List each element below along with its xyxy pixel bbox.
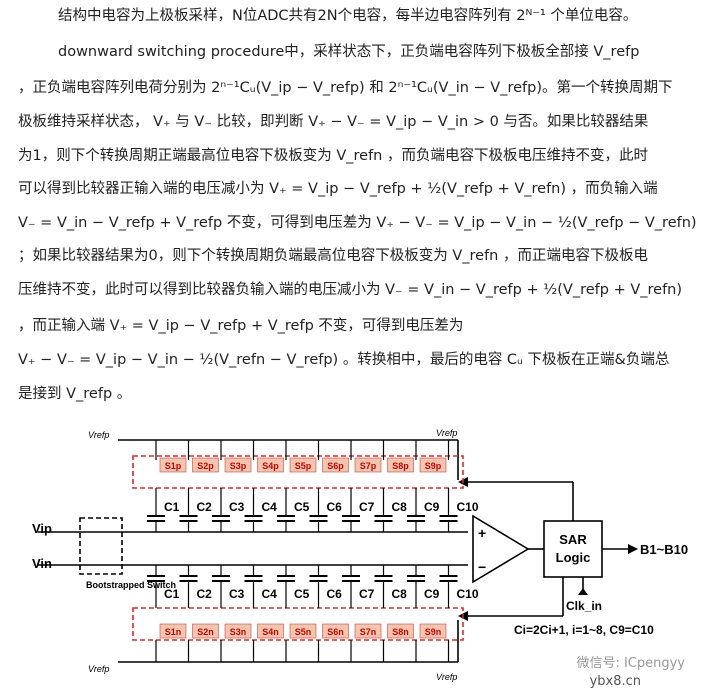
vip-label: Vip <box>32 521 52 536</box>
switch-label-top: S2p <box>197 461 214 471</box>
switch-cell-bottom <box>354 623 382 639</box>
capacitor-label-bottom: C4 <box>262 587 278 601</box>
capacitor-label-top: C10 <box>457 500 479 514</box>
capacitor-label-bottom: C6 <box>327 587 343 601</box>
capacitor-label-bottom: C7 <box>359 587 375 601</box>
capacitor-label-top: C8 <box>392 500 408 514</box>
capacitor-label-bottom: C1 <box>164 587 180 601</box>
paragraph-line: 可以得到比较器正输入端的电压减小为 V₊ = V_ip − V_refp + ½… <box>18 181 658 197</box>
paragraph-line: V₋ = V_in − V_refp + V_refp 不变，可得到电压差为 V… <box>18 215 697 231</box>
switch-label-bottom: S8n <box>392 627 409 637</box>
switch-cell-bottom <box>224 623 252 639</box>
paragraph-line: 是接到 V_refp 。 <box>18 386 132 402</box>
paragraph-line: downward switching procedure中，采样状态下，正负端电… <box>58 44 640 60</box>
paragraph-line: ；如果比较器结果为0，则下个转换周期负端最高位电容下极板变为 V_refn ，而… <box>18 248 648 264</box>
capacitor-label-top: C7 <box>359 500 375 514</box>
site-watermark: ybx8.cn <box>589 674 641 689</box>
capacitor-label-top: C4 <box>262 500 278 514</box>
comparator-minus: − <box>478 559 486 575</box>
switch-label-top: S5p <box>295 461 312 471</box>
capacitor-label-bottom: C2 <box>197 587 213 601</box>
bootstrap-label: Bootstrapped Switch <box>86 580 176 590</box>
paragraph-line: 为1，则下个转换周期正端最高位电容下极板变为 V_refn ，而负端电容下极板电… <box>18 148 648 164</box>
switch-cell-top <box>192 457 219 473</box>
switch-cell-top <box>159 457 187 473</box>
capacitor-label-bottom: C9 <box>424 587 440 601</box>
switch-cell-top <box>289 457 317 473</box>
switch-cell-top <box>224 457 252 473</box>
paragraph-line: V₊ − V₋ = V_ip − V_in − ½(V_refn − V_ref… <box>18 352 670 368</box>
switch-cell-top <box>419 457 447 473</box>
relation-label: Ci=2Ci+1, i=1~8, C9=C10 <box>514 623 654 637</box>
switch-label-top: S3p <box>230 461 247 471</box>
vref-top-left: Vrefp <box>88 430 109 440</box>
sar-label: SAR <box>559 532 587 547</box>
sar-adc-schematic: + − SAR Logic Vip Vin B1~B10 Clk_in Ci=2… <box>28 420 698 688</box>
switch-label-bottom: S7n <box>360 627 377 637</box>
paragraph-line: 结构中电容为上极板采样，N位ADC共有2N个电容，每半边电容阵列有 2ᴺ⁻¹ 个… <box>58 8 638 24</box>
switch-cell-bottom <box>289 623 317 639</box>
capacitor-label-bottom: C10 <box>457 587 479 601</box>
bottom-switch-group <box>132 607 464 641</box>
switch-cell-bottom <box>387 623 414 639</box>
capacitor-label-bottom: C8 <box>392 587 408 601</box>
capacitor-label-top: C2 <box>197 500 213 514</box>
switch-label-bottom: S4n <box>262 627 279 637</box>
capacitor-label-top: C9 <box>424 500 440 514</box>
paragraph-line: 压维持不变，此时可以得到比较器负输入端的电压减小为 V₋ = V_in − V_… <box>18 282 683 298</box>
top-switch-group <box>132 455 464 489</box>
switch-label-bottom: S9n <box>425 627 442 637</box>
vref-top-right: Vrefp <box>436 428 457 438</box>
paragraph-line: ，而正输入端 V₊ = V_ip − V_refp + V_refp 不变，可得… <box>18 318 464 334</box>
paragraph-line: 极板维持采样状态， V₊ 与 V₋ 比较，即判断 V₊ − V₋ = V_ip … <box>18 114 649 130</box>
switch-cell-bottom <box>322 623 349 639</box>
switch-cell-bottom <box>257 623 284 639</box>
output-label: B1~B10 <box>640 542 688 557</box>
switch-label-bottom: S3n <box>230 627 247 637</box>
switch-cell-top <box>257 457 284 473</box>
switch-label-bottom: S1n <box>165 627 182 637</box>
capacitor-label-bottom: C3 <box>229 587 245 601</box>
capacitor-label-top: C5 <box>294 500 310 514</box>
wechat-watermark: 微信号: ICpengyy <box>576 656 685 671</box>
switch-cell-bottom <box>192 623 219 639</box>
switch-label-top: S9p <box>425 461 442 471</box>
vref-bottom-left: Vrefp <box>88 664 109 674</box>
capacitor-label-top: C3 <box>229 500 245 514</box>
capacitor-label-bottom: C5 <box>294 587 310 601</box>
capacitor-label-top: C6 <box>327 500 343 514</box>
switch-label-top: S8p <box>392 461 409 471</box>
switch-cell-bottom <box>159 623 187 639</box>
switch-cell-top <box>387 457 414 473</box>
comparator-plus: + <box>478 525 486 541</box>
vin-label: Vin <box>32 556 52 571</box>
capacitor-label-top: C1 <box>164 500 180 514</box>
switch-label-bottom: S2n <box>197 627 214 637</box>
switch-cell-top <box>322 457 349 473</box>
switch-label-top: S4p <box>262 461 279 471</box>
switch-label-bottom: S6n <box>327 627 344 637</box>
switch-cell-top <box>354 457 382 473</box>
switch-cell-bottom <box>419 623 447 639</box>
switch-label-top: S6p <box>327 461 344 471</box>
switch-label-top: S7p <box>360 461 377 471</box>
vref-bottom-right: Vrefp <box>436 672 457 682</box>
article-text: 结构中电容为上极板采样，N位ADC共有2N个电容，每半边电容阵列有 2ᴺ⁻¹ 个… <box>18 8 697 402</box>
paragraph-line: ，正负端电容阵列电荷分别为 2ⁿ⁻¹Cᵤ(V_ip − V_refp) 和 2ⁿ… <box>18 80 673 96</box>
switch-label-top: S1p <box>165 461 182 471</box>
switch-label-bottom: S5n <box>295 627 312 637</box>
clk-label: Clk_in <box>566 599 602 613</box>
sar-label-2: Logic <box>556 550 591 565</box>
